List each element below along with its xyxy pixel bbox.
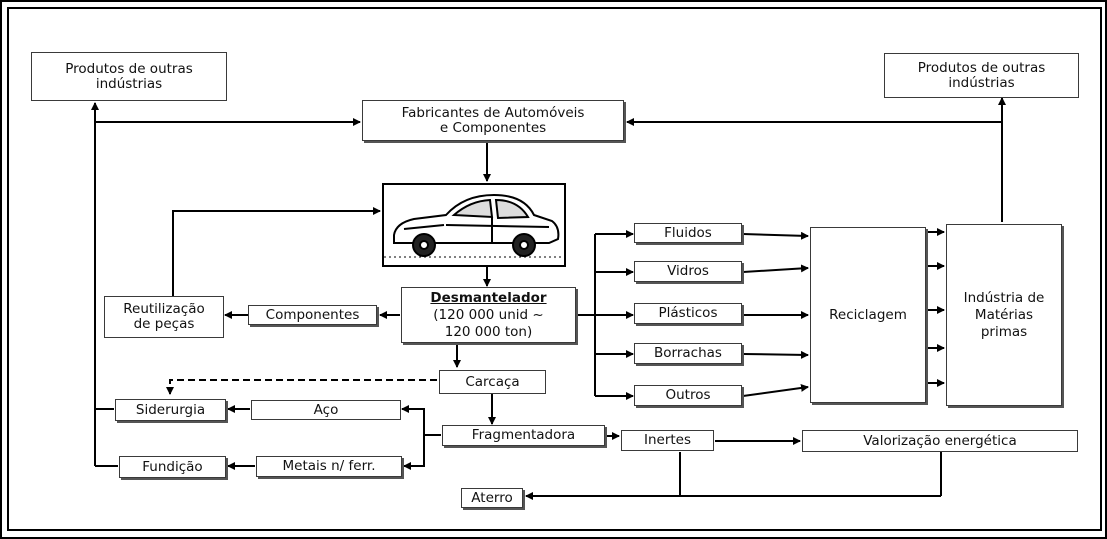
inertes-label: Inertes [643,432,692,448]
reutilizacao-box: Reutilização de peças [104,296,224,338]
industria-line2: Matérias [974,306,1034,323]
borrachas-box: Borrachas [634,343,742,364]
inertes-box: Inertes [621,430,714,451]
fabricantes-box: Fabricantes de Automóveis e Componentes [362,100,624,141]
componentes-box: Componentes [248,305,377,325]
produtos-right-line1: Produtos de outras [917,59,1046,76]
inner-frame [7,7,1102,531]
aco-label: Aço [313,401,339,418]
fluidos-box: Fluidos [634,223,742,243]
plasticos-box: Plásticos [634,303,742,324]
reciclagem-box: Reciclagem [810,227,926,403]
fabricantes-line1: Fabricantes de Automóveis [401,104,585,121]
siderurgia-label: Siderurgia [135,401,206,418]
valorizacao-label: Valorização energética [863,432,1017,449]
reutilizacao-line1: Reutilização [123,301,205,317]
aterro-label: Aterro [471,489,513,506]
componentes-label: Componentes [265,306,360,323]
borrachas-label: Borrachas [654,345,722,361]
car-icon [384,193,564,258]
siderurgia-box: Siderurgia [115,399,226,421]
desmantelador-sub-line2: 120 000 ton) [444,323,533,340]
metais-label: Metais n/ ferr. [282,458,376,474]
vidros-label: Vidros [667,263,709,279]
fabricantes-line2: e Componentes [439,119,547,136]
reuse-loop-arrow [172,207,381,298]
industria-line3: primas [980,323,1028,340]
reutilizacao-line2: de peças [133,316,195,332]
fundicao-label: Fundição [142,458,203,475]
industria-box: Indústria de Matérias primas [946,224,1062,406]
produtos-right-line2: indústrias [948,74,1015,91]
industria-line1: Indústria de [963,289,1045,306]
plasticos-label: Plásticos [658,305,718,321]
produtos-right-box: Produtos de outras indústrias [884,53,1079,98]
produtos-left-box: Produtos de outras indústrias [31,52,227,101]
produtos-left-line1: Produtos de outras [65,60,193,77]
aco-box: Aço [251,400,401,420]
car-image [382,183,566,267]
carcaca-label: Carcaça [465,373,520,390]
fragmentadora-label: Fragmentadora [471,427,576,443]
outros-box: Outros [634,385,742,406]
vidros-box: Vidros [634,261,742,282]
fluidos-label: Fluidos [664,224,712,241]
valorizacao-box: Valorização energética [802,430,1078,452]
outros-label: Outros [665,387,711,403]
fragmentadora-box: Fragmentadora [442,425,605,446]
desmantelador-title: Desmantelador [430,289,547,306]
fragmentadora-to-aco-arrow [401,405,441,436]
produtos-left-line2: indústrias [95,75,163,92]
carcaca-to-siderurgia-dashed-arrow [166,379,437,395]
reciclagem-label: Reciclagem [829,306,907,323]
carcaca-box: Carcaça [439,370,546,394]
aterro-box: Aterro [461,488,523,508]
metais-box: Metais n/ ferr. [256,456,402,477]
desmantelador-box: Desmantelador (120 000 unid ~ 120 000 to… [401,287,576,343]
fragmentadora-to-metais-arrow [403,435,425,470]
fundicao-box: Fundição [119,456,226,478]
desmantelador-sub-line1: (120 000 unid ~ [433,306,544,323]
